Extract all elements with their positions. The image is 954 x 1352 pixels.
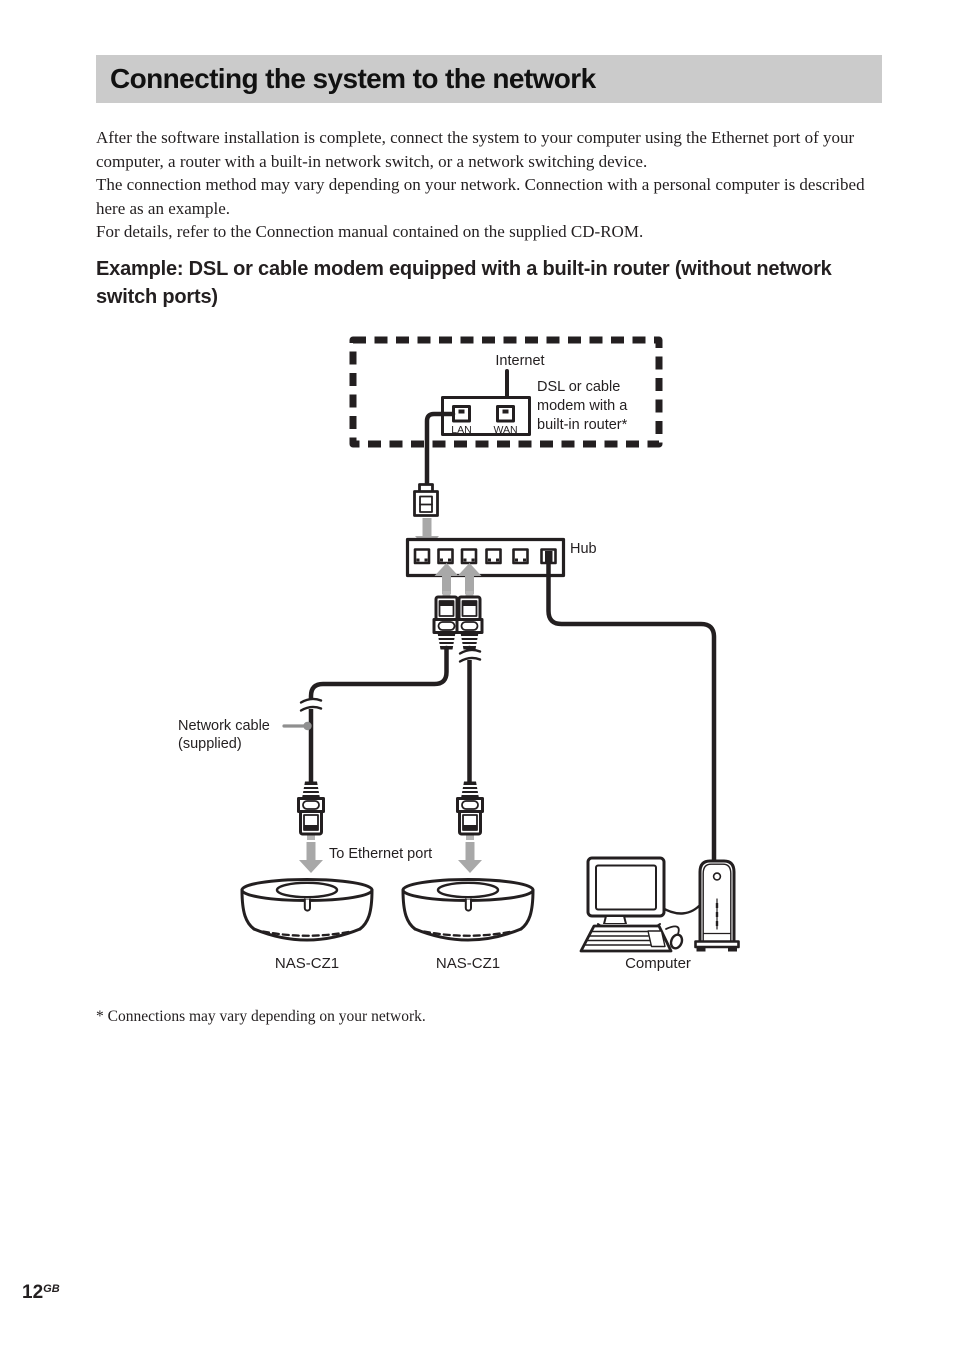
footnote: * Connections may vary depending on your…	[96, 1008, 426, 1025]
hub-port	[460, 548, 478, 565]
cable-break-left	[299, 697, 323, 712]
modem-caption: DSL or cable modem with a built-in route…	[537, 379, 628, 433]
rj45-connector-left-up	[432, 589, 461, 651]
page-number-value: 12	[22, 1282, 44, 1303]
rj45-plug-modem-cable	[413, 483, 439, 517]
svg-text:Network cable: Network cable	[178, 718, 270, 734]
cable-modem-to-hub	[424, 411, 456, 488]
lan-port	[452, 405, 471, 423]
nas-device-left	[240, 878, 374, 942]
hub	[405, 537, 566, 578]
arrow-to-nas-left	[299, 842, 323, 873]
svg-text:(supplied): (supplied)	[178, 736, 242, 752]
lan-port-label: LAN	[451, 424, 471, 436]
page-title: Connecting the system to the network	[110, 63, 596, 94]
arrow-to-nas-right	[458, 842, 482, 873]
cable-hub-to-computer	[546, 556, 717, 864]
network-cable-left	[308, 645, 449, 785]
rj45-connector-left-down	[297, 780, 325, 842]
monitor-to-tower-cable	[659, 902, 703, 915]
svg-text:modem with a: modem with a	[537, 398, 628, 414]
svg-text:DSL or cable: DSL or cable	[537, 379, 620, 395]
intro-paragraph-1: After the software installation is compl…	[96, 128, 855, 171]
hub-port	[437, 548, 454, 565]
wan-port	[496, 405, 515, 423]
hub-port	[485, 548, 502, 565]
keyboard	[579, 924, 673, 953]
network-cable-pointer	[282, 721, 312, 731]
hub-port	[413, 548, 431, 565]
computer-label: Computer	[625, 955, 691, 972]
mouse	[665, 925, 684, 950]
computer-illustration	[579, 856, 740, 953]
intro-paragraph-2: The connection method may vary depending…	[96, 175, 865, 218]
intro-text: After the software installation is compl…	[96, 126, 886, 244]
monitor	[586, 856, 666, 931]
hub-label: Hub	[570, 541, 597, 557]
nas-label-right: NAS-CZ1	[436, 955, 500, 972]
hub-port	[512, 548, 529, 565]
svg-text:built-in router*: built-in router*	[537, 417, 628, 433]
nas-device-right	[401, 878, 535, 942]
to-ethernet-port-label: To Ethernet port	[329, 846, 432, 862]
page-number: 12GB	[22, 1282, 60, 1304]
network-cable-label: Network cable (supplied)	[178, 718, 270, 752]
rj45-connector-right-down	[456, 780, 484, 842]
rj45-connector-right-up	[455, 589, 484, 651]
internet-label: Internet	[495, 353, 544, 369]
intro-paragraph-3: For details, refer to the Connection man…	[96, 222, 644, 241]
example-heading: Example: DSL or cable modem equipped wit…	[96, 258, 832, 308]
modem-router: LAN WAN	[441, 396, 531, 436]
power-button	[712, 872, 722, 881]
section-title-bar: Connecting the system to the network	[96, 55, 882, 103]
wan-port-label: WAN	[493, 424, 517, 436]
computer-tower	[694, 859, 740, 952]
cable-break-right	[458, 648, 482, 663]
internet-zone-dashed-box	[349, 336, 663, 448]
page-region-code: GB	[43, 1283, 60, 1295]
nas-label-left: NAS-CZ1	[275, 955, 339, 972]
